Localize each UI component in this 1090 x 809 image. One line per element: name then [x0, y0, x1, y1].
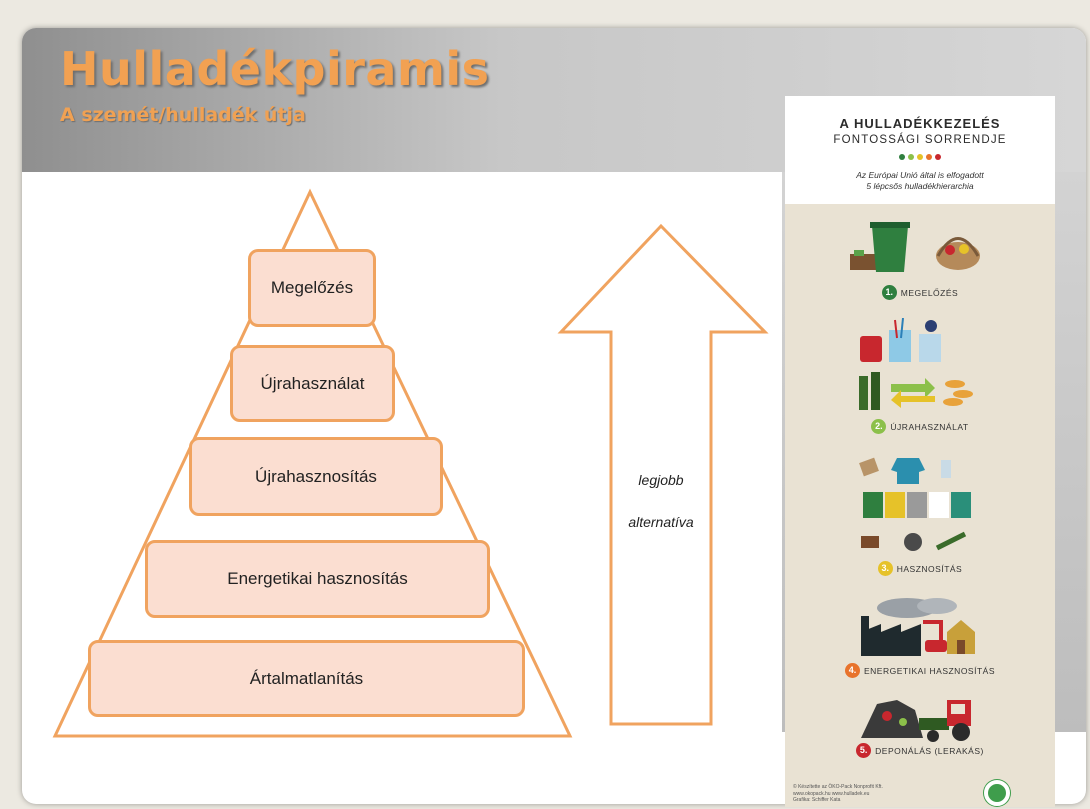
pyramid-level-energy-recovery: Energetikai hasznosítás: [145, 540, 490, 618]
dot-green-dark: [899, 154, 905, 160]
dot-orange: [926, 154, 932, 160]
best-alternative-arrow: [557, 223, 769, 726]
slide-title: Hulladékpiramis: [60, 42, 490, 96]
pyramid-level-reuse: Újrahasználat: [230, 345, 395, 422]
step-1-number: 1.: [881, 285, 897, 301]
arrow-label-line1: legjobb: [638, 472, 684, 488]
infographic-credits: © Készítette az ÖKO-Pack Nonprofit Kft. …: [793, 784, 883, 804]
credits-line1: © Készítette az ÖKO-Pack Nonprofit Kft.: [793, 784, 883, 790]
recycling-bins-icon: [859, 457, 971, 551]
step-3-number: 3.: [877, 561, 893, 577]
infographic-step-4: 4. ENERGETIKAI HASZNOSÍTÁS: [785, 662, 1055, 680]
infographic-header: [785, 96, 1055, 204]
pyramid-level-prevention: Megelőzés: [248, 249, 376, 327]
factory-icon: [861, 598, 975, 656]
step-4-label: ENERGETIKAI HASZNOSÍTÁS: [864, 665, 995, 676]
infographic-step-2: 2.ÚJRAHASZNÁLAT: [785, 418, 1055, 436]
step-2-label: ÚJRAHASZNÁLAT: [890, 421, 969, 432]
infographic-step-3: 3.HASZNOSÍTÁS: [785, 560, 1055, 578]
infographic-title: A HULLADÉKKEZELÉS: [839, 116, 1001, 131]
step-2-number: 2.: [871, 419, 887, 435]
step-5-label: DEPONÁLÁS (LERAKÁS): [875, 745, 984, 756]
reuse-jars-bottles-icon: [859, 318, 973, 410]
pyramid-level-disposal: Ártalmatlanítás: [88, 640, 525, 717]
infographic-description-line1: Az Európai Unió által is elfogadott: [856, 170, 984, 180]
color-dots: [883, 154, 957, 160]
arrow-label-line2: alternatíva: [628, 514, 694, 530]
okopack-logo-icon: [984, 780, 1010, 806]
credits-line3: Grafika: Schiffer Kata: [793, 797, 841, 803]
infographic-description-line2: 5 lépcsős hulladékhierarchia: [866, 181, 974, 191]
dot-red: [935, 154, 941, 160]
slide-subtitle: A szemét/hulladék útja: [60, 104, 306, 126]
infographic-description: Az Európai Unió által is elfogadott 5 lé…: [785, 170, 1055, 192]
infographic-subtitle: FONTOSSÁGI SORRENDJE: [833, 134, 1007, 146]
step-1-label: MEGELŐZÉS: [900, 287, 959, 298]
dot-green-light: [908, 154, 914, 160]
credits-line2: www.okopack.hu www.hulladek.eu: [793, 790, 870, 797]
landfill-tractor-icon: [861, 700, 971, 742]
infographic-step-5: 5.DEPONÁLÁS (LERAKÁS): [785, 742, 1055, 760]
infographic-step-1: 1.MEGELŐZÉS: [785, 284, 1055, 302]
step-3-label: HASZNOSÍTÁS: [896, 563, 963, 574]
pyramid-level-recycling: Újrahasznosítás: [189, 437, 443, 516]
dot-yellow: [917, 154, 923, 160]
compost-basket-icon: [850, 222, 980, 272]
step-4-number: 4.: [845, 663, 860, 679]
step-5-number: 5.: [856, 743, 872, 759]
waste-hierarchy-infographic: A HULLADÉKKEZELÉS FONTOSSÁGI SORRENDJE A…: [785, 96, 1055, 807]
